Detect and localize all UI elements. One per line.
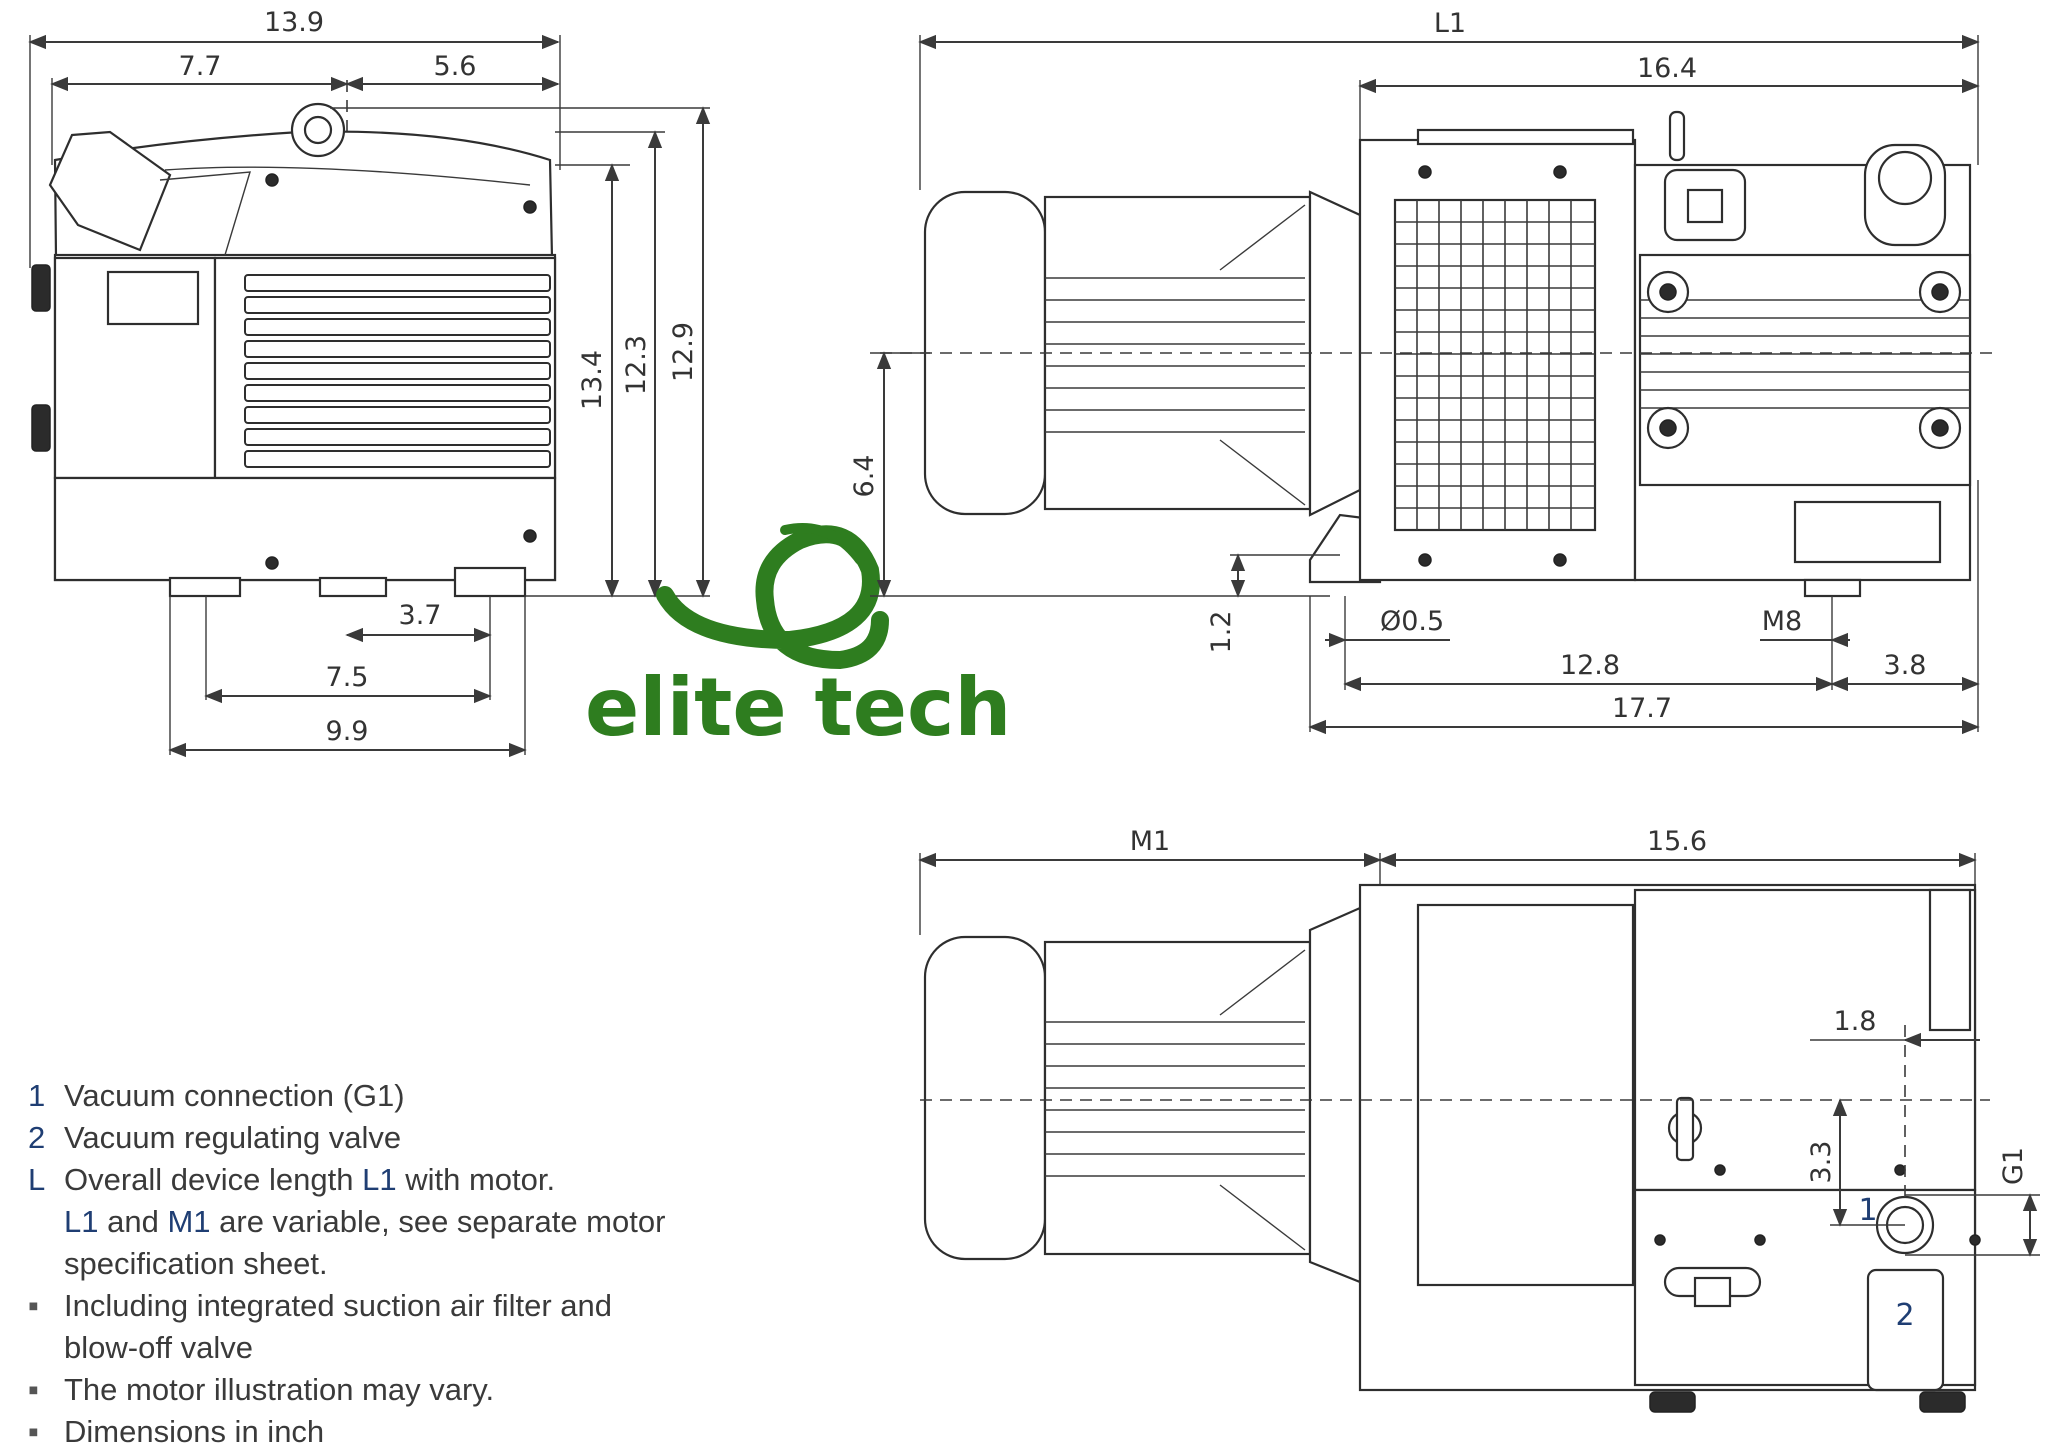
legend-text: Including integrated suction air filter … [64,1288,612,1323]
legend-accent-l1: L1 [64,1204,99,1239]
dim-top-pump-length: 15.6 [1647,826,1707,857]
front-view: L1 16.4 [849,8,1995,735]
legend-text: are variable, see separate motor [210,1204,666,1239]
legend-bullet: ▪ [28,1414,39,1449]
dim-front-thread: M8 [1762,606,1802,637]
legend-item: L Overall device length L1 with motor. [28,1159,788,1201]
dim-front-axis-height: 6.4 [849,455,880,498]
legend-marker [28,1243,64,1285]
dim-front-foot-offset: 3.8 [1884,650,1927,681]
dim-front-base-length: 17.7 [1612,693,1672,724]
dim-side-foot-mid: 7.5 [326,662,369,693]
legend-marker: L [28,1162,46,1197]
legend-item: L1 and M1 are variable, see separate mot… [28,1201,788,1243]
elite-tech-logo: elite tech [585,523,1011,754]
dim-top-motor-length: M1 [1130,826,1170,857]
legend-item: ▪ The motor illustration may vary. [28,1369,788,1411]
dim-side-left-part: 7.7 [179,51,222,82]
top-view: M1 15.6 [918,826,2040,1413]
logo-text: elite tech [585,661,1011,754]
motor-fins-top [1045,949,1306,1251]
legend-item: ▪ Including integrated suction air filter… [28,1285,788,1327]
legend-bullet: ▪ [28,1372,39,1407]
legend-text: Vacuum regulating valve [64,1120,402,1155]
callout-1-label: 1 [1858,1193,1877,1228]
legend-text: with motor. [396,1162,556,1197]
dim-top-port-offset-y: 3.3 [1806,1141,1837,1184]
legend-marker: 1 [28,1078,46,1113]
dim-top-port-size: G1 [1998,1147,2029,1185]
legend-item: blow-off valve [28,1327,788,1369]
legend-text: and [98,1204,168,1239]
dim-front-foot-spacing: 12.8 [1560,650,1620,681]
legend-marker [28,1201,64,1243]
legend-text: Vacuum connection (G1) [64,1078,405,1113]
legend-item: 1 Vacuum connection (G1) [28,1075,788,1117]
legend-accent-m1: M1 [167,1204,211,1239]
dim-front-pump-length: 16.4 [1637,53,1697,84]
dim-front-overall-length: L1 [1434,8,1466,39]
dim-side-height-b: 12.3 [621,335,652,395]
legend-bullet: ▪ [28,1288,39,1323]
dim-side-overall-width: 13.9 [264,7,324,38]
legend-text: Dimensions in inch [64,1414,325,1449]
front-grille [1395,200,1595,530]
dim-front-hole-diameter: Ø0.5 [1380,606,1444,637]
legend-text: The motor illustration may vary. [64,1372,495,1407]
side-view: 13.9 7.7 5.6 [28,7,711,758]
legend-marker: 2 [28,1120,46,1155]
legend-text: blow-off valve [64,1330,253,1365]
legend-text: specification sheet. [64,1246,328,1281]
legend-item: 2 Vacuum regulating valve [28,1117,788,1159]
legend-text: Overall device length [64,1162,363,1197]
dim-side-foot-inner: 3.7 [399,600,442,631]
dim-top-port-offset-x: 1.8 [1834,1006,1877,1037]
legend-marker [28,1327,64,1369]
dim-side-height-c: 12.9 [668,322,699,382]
legend-accent-l1: L1 [362,1162,397,1197]
callout-2-label: 2 [1895,1298,1914,1333]
dim-side-right-part: 5.6 [434,51,477,82]
dim-side-foot-outer: 9.9 [326,716,369,747]
motor-fins-front [1045,204,1306,506]
legend: 1 Vacuum connection (G1) 2 Vacuum regulati… [28,1075,788,1453]
legend-item: ▪ Dimensions in inch [28,1411,788,1453]
legend-item: specification sheet. [28,1243,788,1285]
side-fins [244,274,551,468]
pump-fins-front [1640,299,1970,409]
dim-front-foot-height: 1.2 [1206,611,1237,654]
dim-side-height-a: 13.4 [577,350,608,410]
